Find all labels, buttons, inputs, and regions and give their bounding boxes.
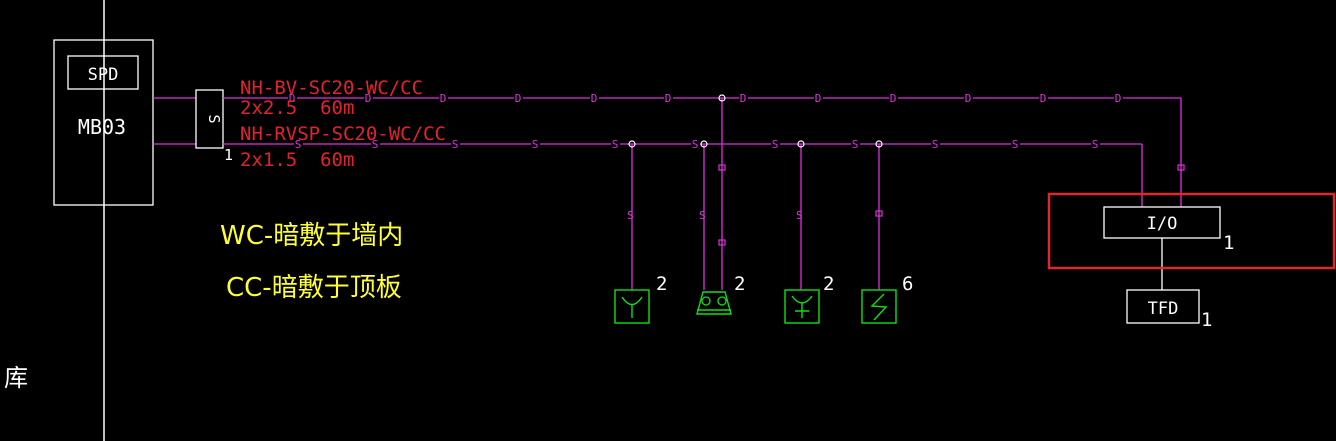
- branch-markers: [718, 164, 1185, 246]
- cable1-spec: 2x2.5 60m: [240, 97, 354, 119]
- legend-wc: WC-暗敷于墙内: [220, 221, 403, 251]
- svg-text:S: S: [796, 209, 803, 222]
- d-marker-8: D: [815, 92, 822, 105]
- spd-box: [67, 55, 139, 90]
- d-marker-3: D: [440, 92, 447, 105]
- tfd-count: 1: [1201, 309, 1212, 331]
- d-marker-6: D: [665, 92, 672, 105]
- d-marker-7: D: [740, 92, 747, 105]
- tfd-label: TFD: [1148, 299, 1179, 319]
- panel-mb03[interactable]: SPD MB03: [53, 39, 154, 206]
- s-marker-bg-11: [1091, 138, 1100, 150]
- d-marker-9: D: [890, 92, 897, 105]
- junction-4: [875, 140, 883, 148]
- s-marker-5: S: [612, 138, 619, 151]
- s-marker-4: S: [532, 138, 539, 151]
- s-marker-2: S: [372, 138, 379, 151]
- d-marker-bg-5: [590, 92, 599, 104]
- s-marker-11: S: [1092, 138, 1099, 151]
- s-marker-bg-3: [451, 138, 460, 150]
- device-2-count: 2: [734, 273, 745, 295]
- junction-3: [797, 140, 805, 148]
- d-marker-11: D: [1040, 92, 1047, 105]
- s-marker-bg-4: [531, 138, 540, 150]
- s-marker-bg-10: [1011, 138, 1020, 150]
- cable2-type: NH-RVSP-SC20-WC/CC: [240, 123, 446, 145]
- d-marker-2: D: [365, 92, 372, 105]
- io-label: I/O: [1147, 214, 1178, 234]
- s-marker-bg-7: [771, 138, 780, 150]
- d-marker-10: D: [965, 92, 972, 105]
- io-count: 1: [1223, 232, 1234, 254]
- s-marker-8: S: [852, 138, 859, 151]
- switch-number: 1: [224, 146, 233, 164]
- s-marker-bg-5: [611, 138, 620, 150]
- io-module[interactable]: I/O: [1103, 206, 1221, 239]
- d-marker-bg-12: [1114, 92, 1123, 104]
- s-marker-10: S: [1012, 138, 1019, 151]
- branch-s-markers: S S S: [627, 209, 803, 222]
- device-1-symbol[interactable]: [614, 289, 650, 324]
- s-marker-3: S: [452, 138, 459, 151]
- s-marker-bg-1: [294, 138, 303, 150]
- cable1-type: NH-BV-SC20-WC/CC: [240, 77, 423, 99]
- junction-2b: [718, 94, 726, 102]
- d-marker-bg-6: [664, 92, 673, 104]
- s-marker-7: S: [772, 138, 779, 151]
- cable2-spec: 2x1.5 60m: [240, 149, 354, 171]
- s-marker-1: S: [295, 138, 302, 151]
- d-marker-bg-10: [964, 92, 973, 104]
- device-4-symbol[interactable]: [861, 289, 897, 324]
- d-marker-bg-4: [514, 92, 523, 104]
- d-marker-1: D: [289, 92, 296, 105]
- d-marker-4: D: [515, 92, 522, 105]
- tfd-module[interactable]: TFD: [1126, 289, 1200, 324]
- d-marker-bg-2: [364, 92, 373, 104]
- switch-label: S: [205, 114, 223, 123]
- d-marker-bg-3: [439, 92, 448, 104]
- device-1-count: 2: [656, 273, 667, 295]
- d-marker-bg-7: [739, 92, 748, 104]
- legend-cc: CC-暗敷于顶板: [226, 273, 402, 303]
- s-marker-bg-6: [691, 138, 700, 150]
- device-2-symbol[interactable]: [696, 291, 732, 315]
- d-marker-bg-1: [288, 92, 297, 104]
- svg-text:S: S: [627, 209, 634, 222]
- d-marker-bg-11: [1039, 92, 1048, 104]
- mb03-label: MB03: [78, 115, 126, 139]
- device-3-symbol[interactable]: [784, 289, 820, 324]
- left-partial-label: 库: [4, 364, 28, 392]
- device-3-count: 2: [823, 273, 834, 295]
- s-marker-bg-9: [931, 138, 940, 150]
- junction-2a: [700, 140, 708, 148]
- svg-text:S: S: [699, 209, 706, 222]
- d-marker-5: D: [591, 92, 598, 105]
- junction-1: [628, 140, 636, 148]
- device-4-count: 6: [902, 273, 913, 295]
- s-marker-bg-2: [371, 138, 380, 150]
- spd-label: SPD: [88, 65, 119, 85]
- d-marker-bg-8: [814, 92, 823, 104]
- d-marker-bg-9: [889, 92, 898, 104]
- s-marker-6: S: [692, 138, 699, 151]
- isolator-switch[interactable]: S 1: [195, 89, 233, 164]
- d-marker-12: D: [1115, 92, 1122, 105]
- s-marker-9: S: [932, 138, 939, 151]
- s-marker-bg-8: [851, 138, 860, 150]
- highlight-box: [1047, 192, 1336, 270]
